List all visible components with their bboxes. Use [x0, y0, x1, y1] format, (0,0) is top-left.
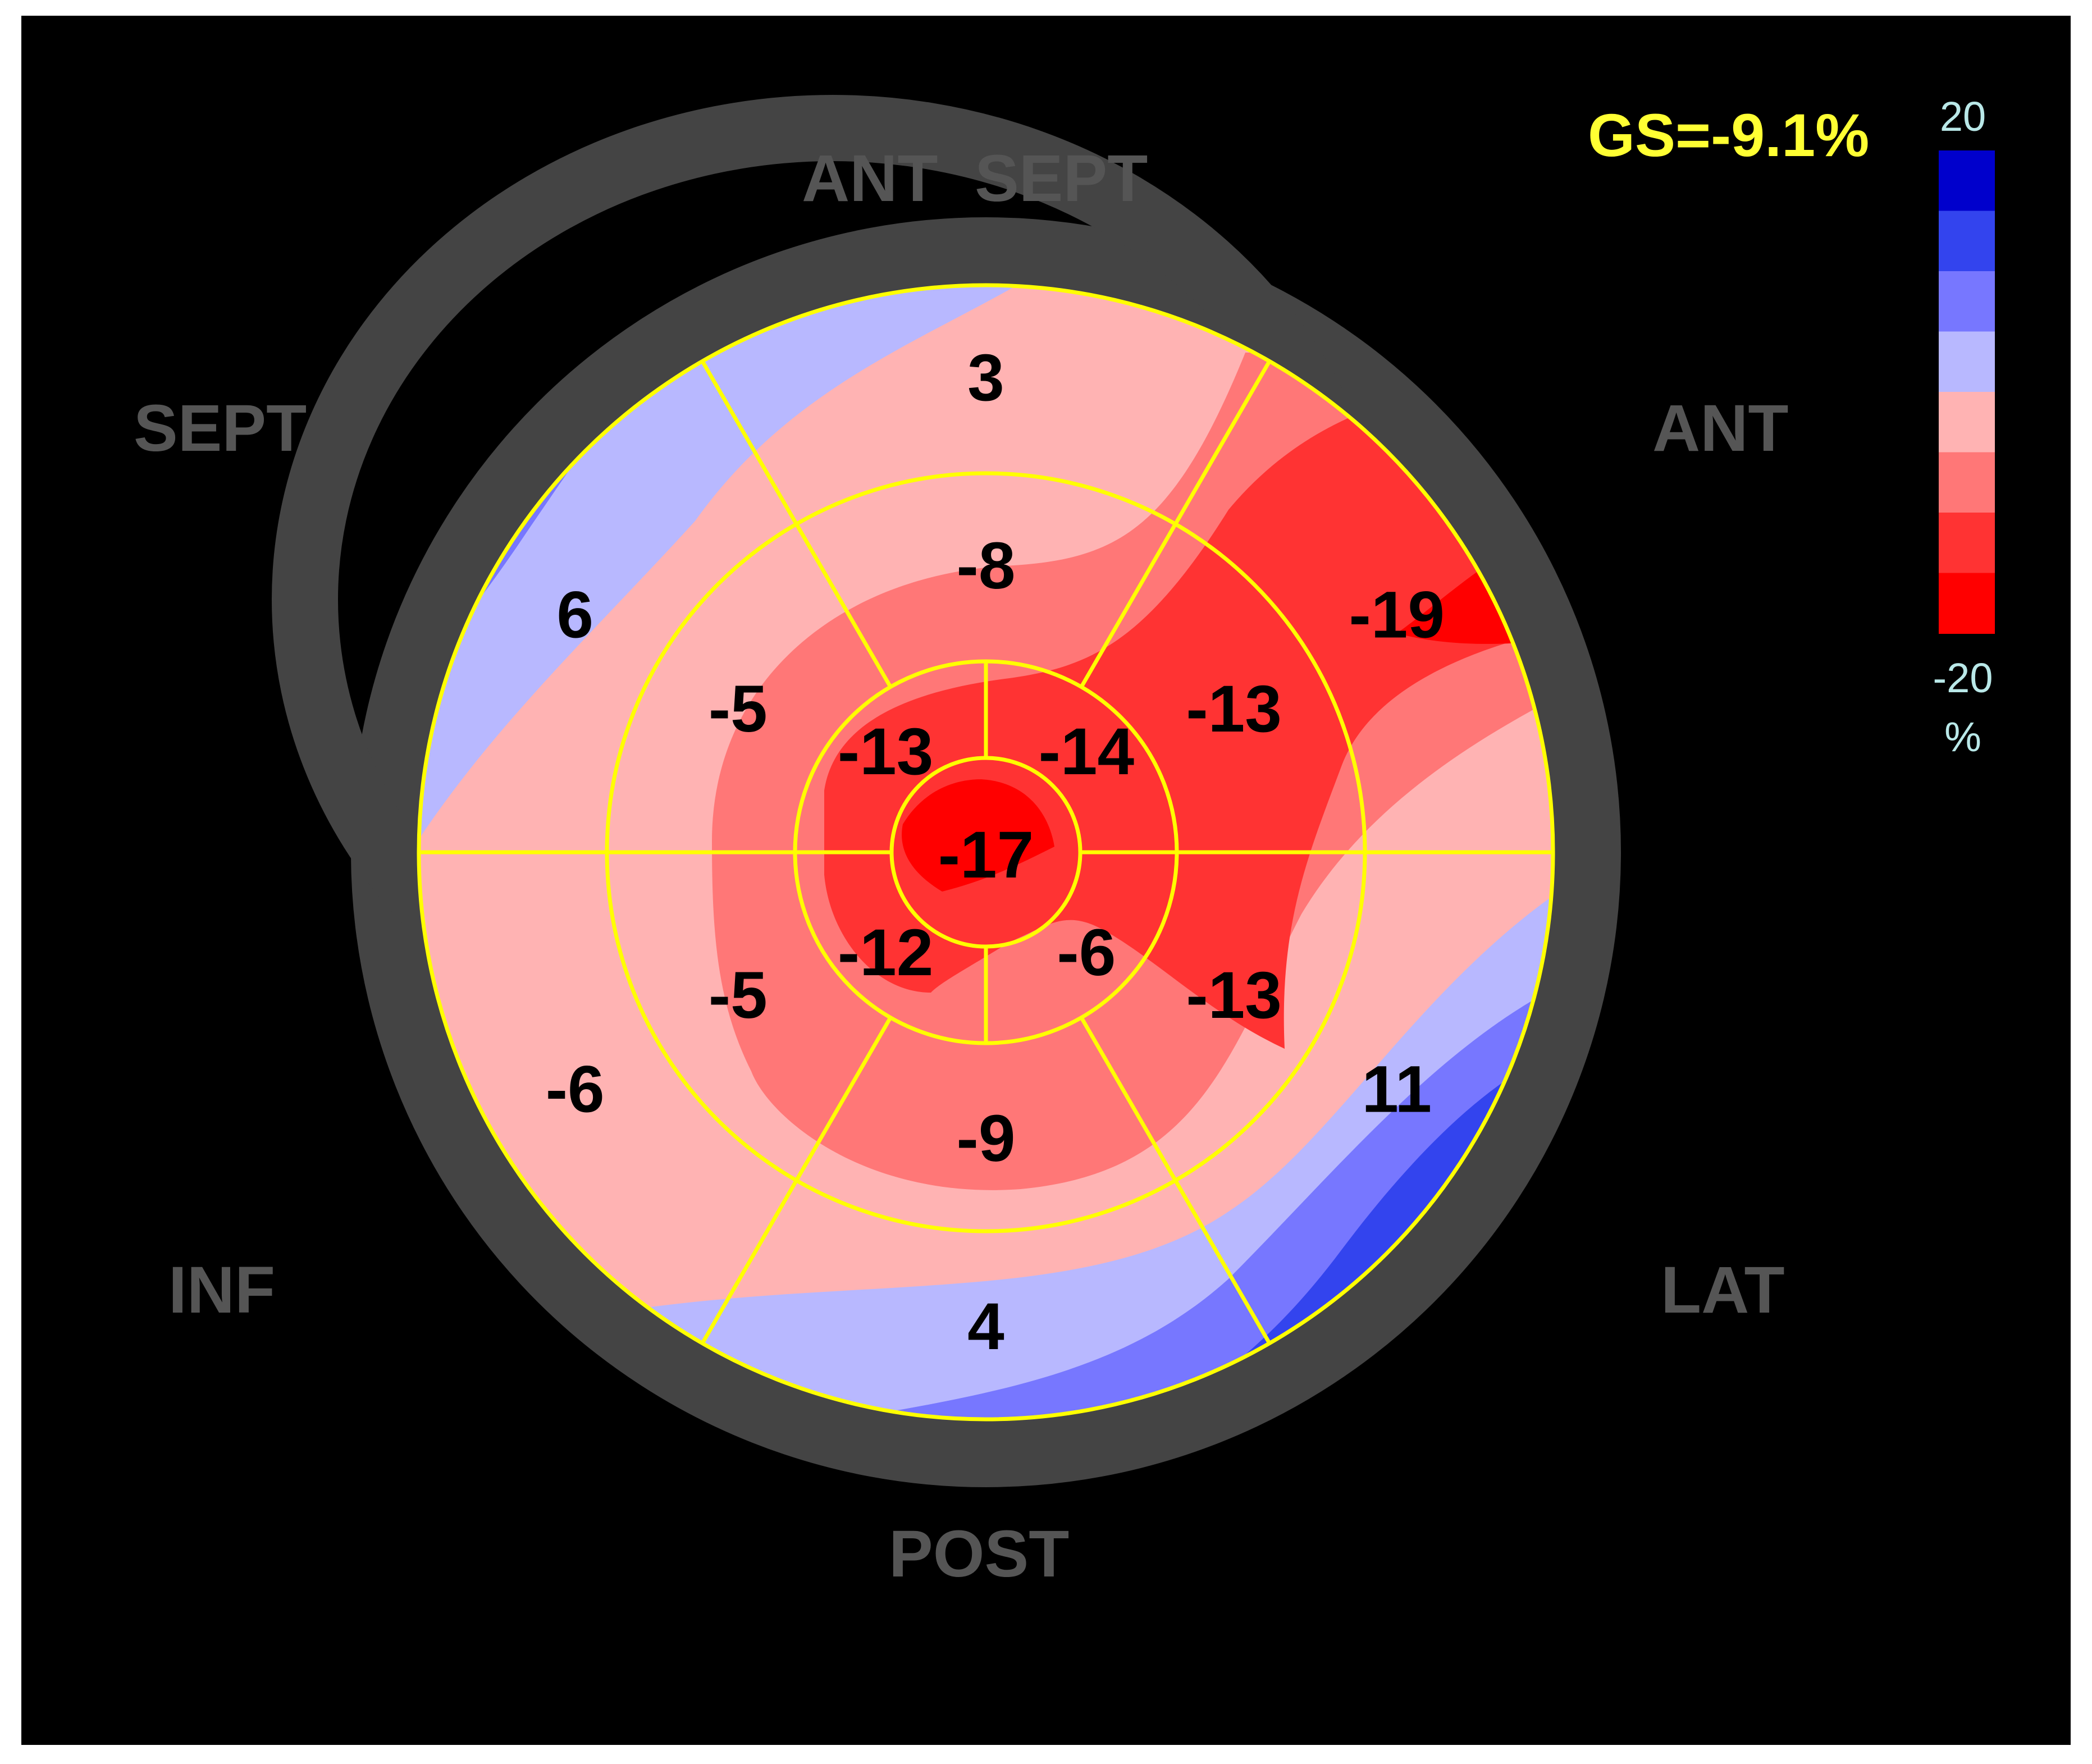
mid-segment-value: -13 [1186, 672, 1282, 746]
basal-segment-value: -19 [1349, 578, 1445, 652]
apex-segment-value: -17 [938, 818, 1034, 892]
wall-label-inf: INF [168, 1253, 275, 1327]
mid-segment-value: -8 [957, 529, 1016, 603]
color-scale-max-label: 20 [1940, 93, 1986, 140]
wall-label-lat: LAT [1661, 1253, 1785, 1327]
basal-segment-value: 3 [967, 341, 1004, 415]
apical-segment-value: -14 [1039, 715, 1135, 789]
color-scale-unit: % [1944, 714, 1981, 760]
divider-line [1079, 1016, 1272, 1345]
wall-label-ant-sept: ANT SEPT [802, 141, 1148, 216]
color-scale: 20 -20 % [1933, 93, 1995, 760]
mid-segment-value: -5 [709, 958, 768, 1032]
divider-line [1079, 360, 1272, 688]
apical-segment-value: -6 [1057, 916, 1116, 990]
mid-segment-value: -5 [709, 672, 768, 746]
mid-segment-value: -9 [957, 1102, 1016, 1176]
basal-segment-value: 4 [967, 1290, 1004, 1364]
color-scale-step [1939, 150, 1995, 212]
color-scale-step [1939, 211, 1995, 272]
color-scale-step [1939, 513, 1995, 574]
global-strain-label: GS=-9.1% [1588, 101, 1869, 169]
color-scale-step [1939, 573, 1995, 634]
apical-dividers [795, 661, 1177, 1043]
wall-label-sept: SEPT [134, 391, 307, 465]
wall-label-ant: ANT [1652, 391, 1789, 465]
divider-line [700, 360, 893, 688]
strain-band-dark-red [902, 779, 1054, 892]
color-scale-bar [1939, 150, 1995, 634]
basal-segment-value: 11 [1362, 1053, 1432, 1127]
basal-mid-dividers [419, 360, 1553, 1345]
wall-label-post: POST [889, 1517, 1069, 1591]
color-scale-step [1939, 392, 1995, 453]
color-scale-step [1939, 271, 1995, 332]
strain-band-bright-red [824, 364, 1553, 1049]
apical-segment-value: -12 [838, 916, 934, 990]
color-scale-step [1939, 331, 1995, 392]
color-scale-min-label: -20 [1933, 655, 1993, 701]
basal-segment-value: 6 [556, 578, 593, 652]
apical-segment-value: -13 [838, 715, 934, 789]
color-scale-step [1939, 452, 1995, 513]
basal-segment-value: -6 [546, 1053, 605, 1127]
mid-segment-value: -13 [1186, 958, 1282, 1032]
segment-grid [417, 283, 1555, 1422]
divider-line [700, 1016, 893, 1345]
